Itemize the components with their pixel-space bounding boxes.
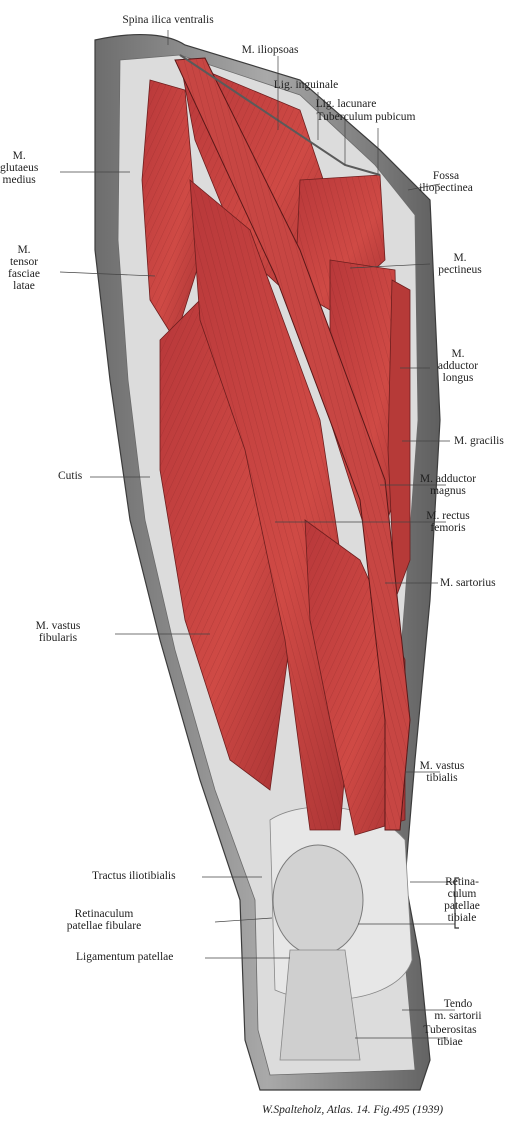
label-fossa-iliopectinea: Fossa iliopectinea [419, 170, 473, 194]
label-m-vastus-fibularis: M. vastus fibularis [35, 620, 81, 644]
label-retinaculum-patellae-tibiale: Retina- culum patellae tibiale [444, 876, 480, 924]
label-m-iliopsoas: M. iliopsoas [241, 44, 299, 56]
label-lig-inguinale: Lig. inguinale [273, 79, 339, 91]
label-retinaculum-patellae-fibulare: Retinaculum patellae fibulare [66, 908, 142, 932]
leader-lines [59, 30, 455, 1039]
gracilis-muscle [387, 279, 411, 601]
label-spina-ilica-ventralis: Spina ilica ventralis [122, 14, 214, 26]
label-m-adductor-longus: M. adductor longus [437, 348, 479, 384]
retinaculum-bracket [454, 877, 459, 929]
label-lig-lacunare: Lig. lacunare [315, 98, 377, 110]
label-tendo-m-sartorii: Tendo m. sartorii [434, 998, 482, 1022]
label-tuberculum-pubicum: Tuberculum pubicum [316, 111, 416, 123]
label-cutis: Cutis [58, 470, 83, 482]
patella [272, 844, 364, 956]
label-m-adductor-magnus: M. adductor magnus [419, 473, 477, 497]
label-m-glutaeus-medius: M. glutaeus medius [0, 150, 39, 186]
label-m-rectus-femoris: M. rectus femoris [426, 510, 470, 534]
label-m-pectineus: M. pectineus [438, 252, 482, 276]
figure-caption: W.Spalteholz, Atlas. 14. Fig.495 (1939) [262, 1104, 444, 1116]
label-m-gracilis: M. gracilis [454, 435, 504, 447]
label-m-sartorius: M. sartorius [440, 577, 496, 589]
label-tuberositas-tibiae: Tuberositas tibiae [423, 1024, 477, 1048]
label-tractus-iliotibialis: Tractus iliotibialis [92, 870, 176, 882]
label-ligamentum-patellae: Ligamentum patellae [76, 951, 174, 963]
ligamentum-patellae-shape [279, 949, 361, 1061]
label-m-vastus-tibialis: M. vastus tibialis [419, 760, 465, 784]
label-m-tensor-fasciae-latae: M. tensor fasciae latae [8, 244, 40, 292]
